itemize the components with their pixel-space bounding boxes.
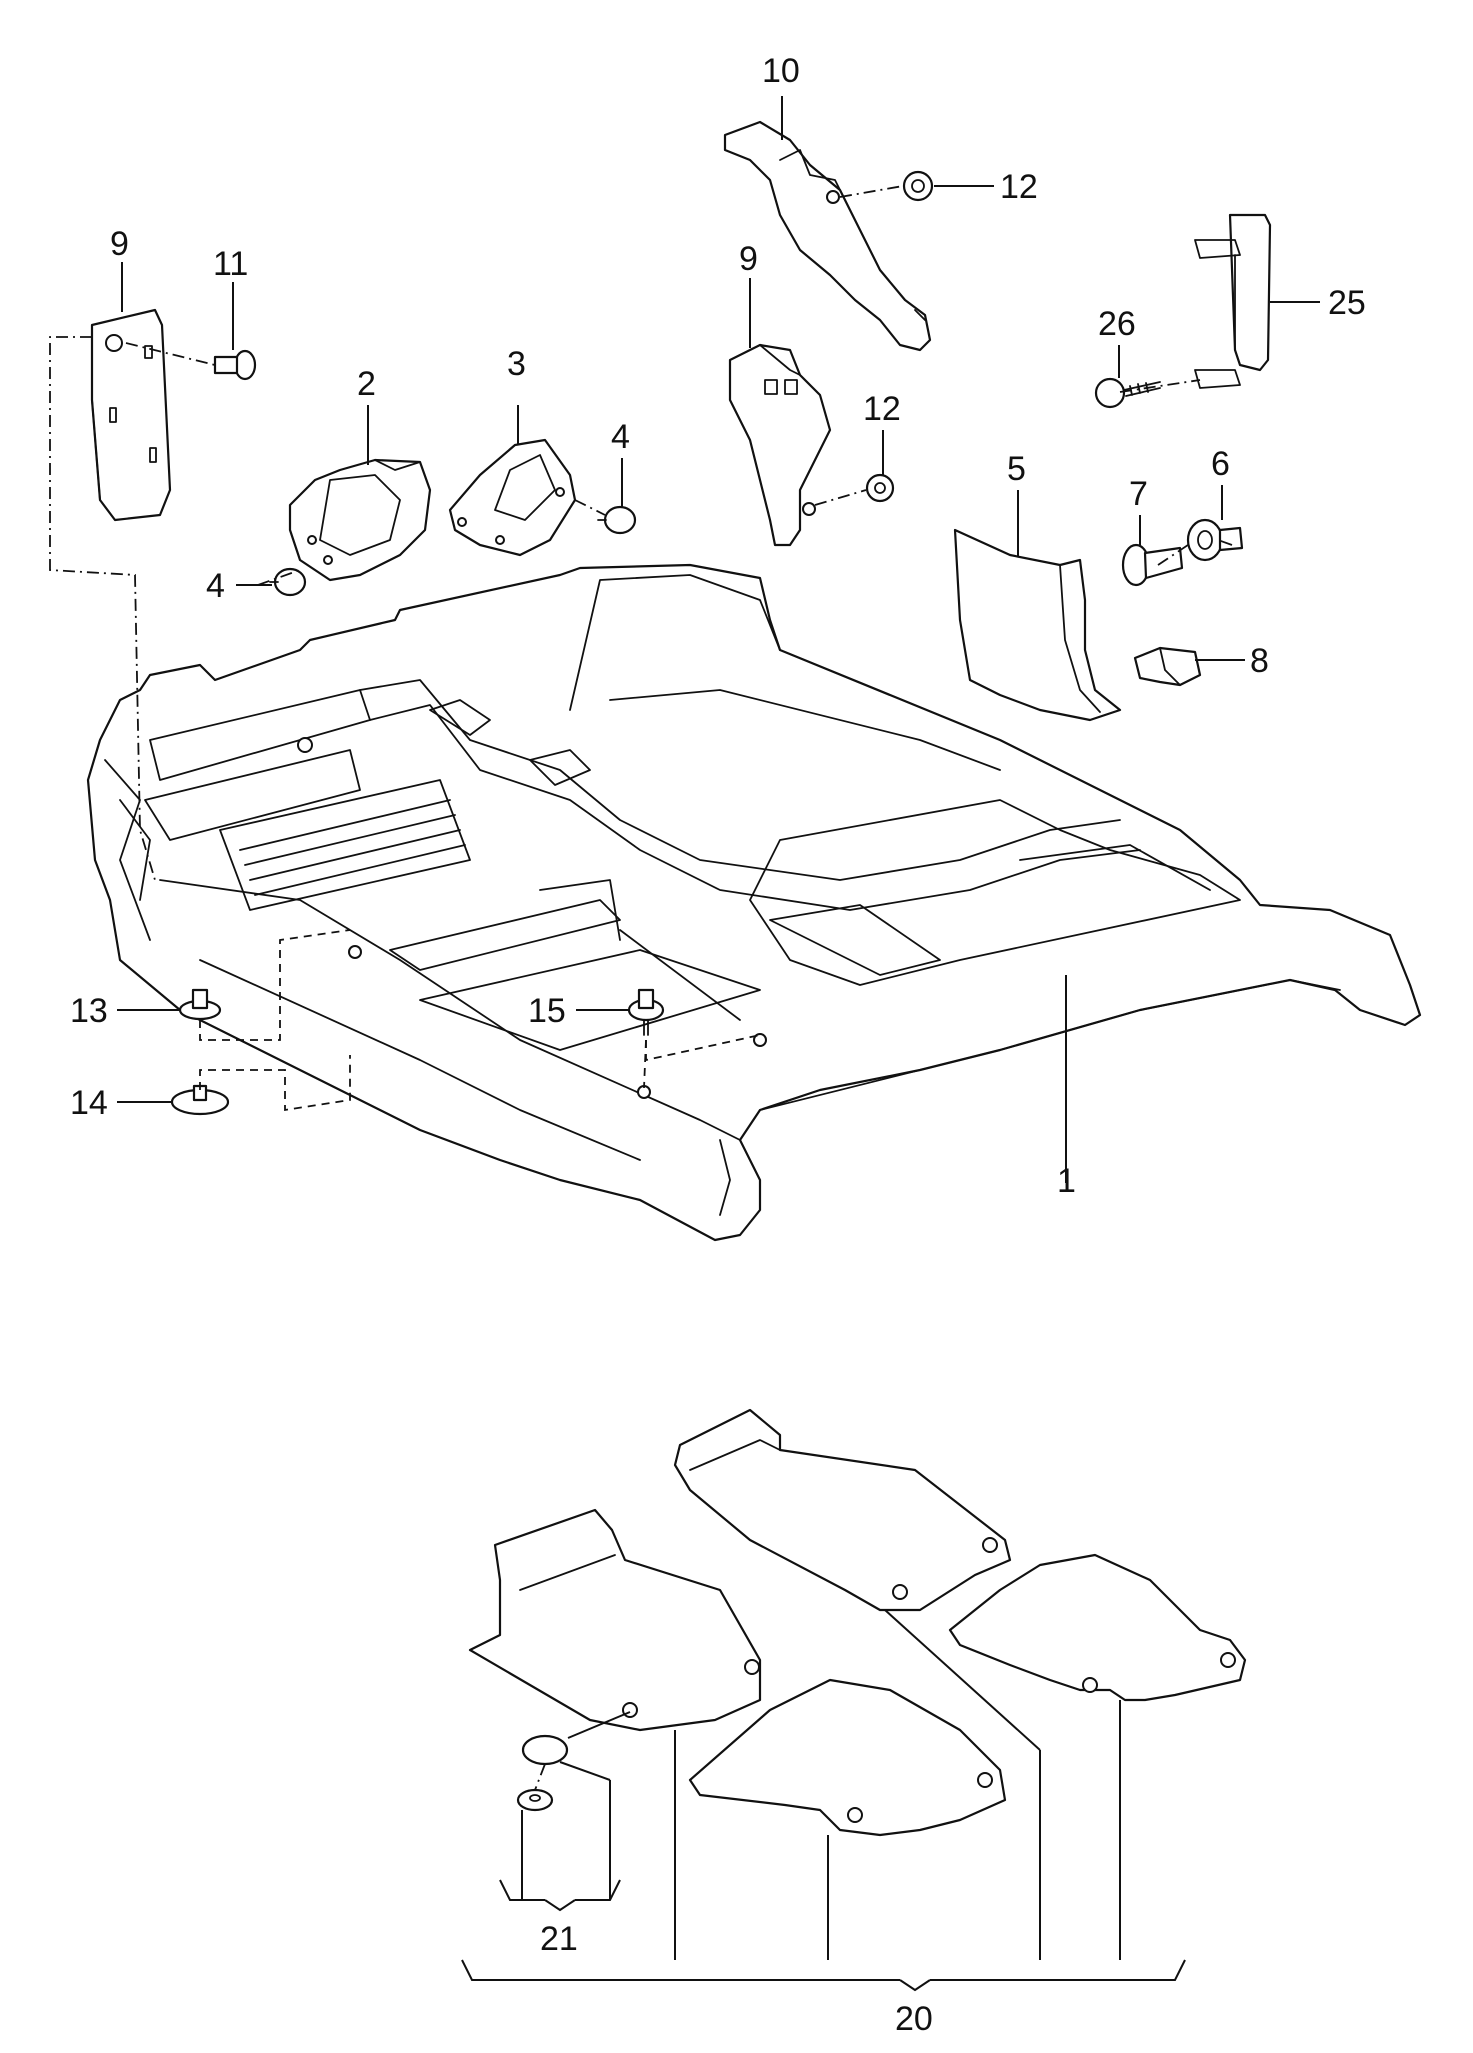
callout-5: 5: [1007, 450, 1026, 488]
grommet-6: [1186, 518, 1244, 562]
callout-11: 11: [213, 245, 248, 283]
callout-3: 3: [507, 345, 526, 383]
callout-14: 14: [70, 1084, 108, 1122]
callout-12a: 12: [1000, 168, 1038, 206]
callout-4a: 4: [206, 567, 225, 605]
rivet-7: [1121, 543, 1184, 587]
callout-2: 2: [357, 365, 376, 403]
nut-12a: [902, 170, 934, 202]
callout-7: 7: [1129, 475, 1148, 513]
clip-11: [213, 349, 257, 381]
fastener-21: [516, 1734, 569, 1812]
callout-4b: 4: [611, 418, 630, 456]
floor-mat-front-right: [673, 1408, 1012, 1612]
bracket-2: [288, 458, 432, 582]
floor-mat-rear-right: [948, 1553, 1247, 1702]
callout-25: 25: [1328, 284, 1366, 322]
screw-26: [1094, 377, 1161, 409]
floor-mat-front-left: [468, 1508, 762, 1732]
trim-panel-left: [90, 308, 172, 522]
nut-12b: [865, 473, 895, 503]
callout-12b: 12: [863, 390, 901, 428]
side-panel-5: [953, 528, 1122, 722]
callout-26: 26: [1098, 305, 1136, 343]
callout-21: 21: [540, 1920, 578, 1958]
fastener-15: [627, 988, 665, 1036]
callout-13: 13: [70, 992, 108, 1030]
callout-8: 8: [1250, 642, 1269, 680]
floor-mat-rear-left: [688, 1678, 1007, 1837]
disc-14: [170, 1084, 230, 1116]
leader-lines: [117, 96, 1320, 1992]
callout-labels: 1 2 3 4 4 5 6 7 8 9 9 10 11 12 12 13 14 …: [70, 52, 1366, 2038]
callout-1: 1: [1057, 1162, 1076, 1200]
callout-20: 20: [895, 2000, 933, 2038]
callout-6: 6: [1211, 445, 1230, 483]
callout-9b: 9: [739, 240, 758, 278]
callout-15: 15: [528, 992, 566, 1030]
callout-10: 10: [762, 52, 800, 90]
clip-4b: [597, 505, 637, 535]
floor-carpet: [86, 563, 1422, 1242]
assembly-lines: [49, 185, 1233, 1791]
trim-strip-25: [1194, 213, 1272, 389]
callout-9a: 9: [110, 225, 129, 263]
bracket-10: [723, 120, 932, 352]
clip-4a: [269, 567, 307, 597]
bracket-3: [448, 438, 577, 557]
fastener-13: [178, 988, 222, 1021]
clip-8: [1133, 646, 1202, 687]
bracket-9-right: [728, 343, 832, 547]
